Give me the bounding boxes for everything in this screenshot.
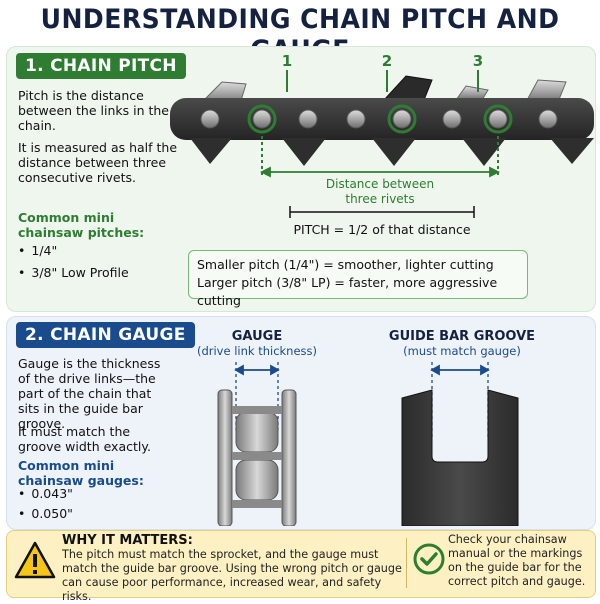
gauge-item: 0.050": [18, 504, 73, 524]
pitch-label: PITCH = 1/2 of that distance: [293, 222, 470, 237]
warning-icon: [14, 541, 56, 579]
why-title: WHY IT MATTERS:: [62, 533, 193, 548]
distance-arrow: [259, 166, 501, 178]
chain-illustration: 1 2 3 Distance between three rivets PITC…: [170, 52, 594, 237]
why-text: The pitch must match the sprocket, and t…: [62, 548, 402, 603]
pitch-common-list: 1/4" 3/8" Low Profile: [18, 240, 129, 284]
rivets: [200, 109, 558, 129]
groove-label: GUIDE BAR GROOVE: [389, 329, 535, 344]
gauge-measure-arrow: [234, 362, 280, 430]
pitch-item: 3/8" Low Profile: [18, 262, 128, 284]
why-it-matters-box: [6, 530, 596, 598]
distance-label-line1: Distance between: [326, 177, 434, 191]
rivet-number-3: 3: [473, 52, 483, 70]
gauge-common-list: 0.043" 0.050": [18, 484, 73, 524]
guide-bar-cross-section: [401, 389, 519, 526]
gauge-sublabel: (drive link thickness): [197, 344, 317, 358]
groove-sublabel: (must match gauge): [403, 344, 521, 358]
gauge-illustration: GAUGE (drive link thickness) GUIDE BAR G…: [197, 329, 535, 526]
groove-measure-arrow: [430, 362, 490, 440]
check-circle-icon: [413, 543, 445, 575]
gauge-definition: Gauge is the thickness of the drive link…: [18, 356, 161, 431]
compare-larger: Larger pitch (3/8" LP) = faster, more ag…: [197, 275, 498, 308]
pitch-item: 1/4": [18, 240, 129, 262]
pitch-measured: It is measured as half the distance betw…: [18, 140, 178, 185]
gauge-label: GAUGE: [232, 329, 282, 344]
rivet-number-1: 1: [282, 52, 292, 70]
pitch-definition: Pitch is the distance between the links …: [18, 88, 169, 133]
pitch-common-heading: Common mini chainsaw pitches:: [18, 210, 145, 240]
link-plates: [170, 98, 594, 166]
gauge-match: It must match the groove width exactly.: [18, 424, 151, 454]
pitch-bracket: [289, 206, 475, 218]
chain-side-view: [217, 389, 297, 526]
gauge-item: 0.043": [18, 484, 73, 504]
highlight-rings: [247, 104, 513, 134]
pitch-badge: 1. CHAIN PITCH: [16, 53, 186, 79]
compare-smaller: Smaller pitch (1/4") = smoother, lighter…: [197, 257, 494, 272]
divider: [406, 538, 407, 588]
distance-label-line2: three rivets: [345, 192, 414, 206]
rivet-pointer-lines: [261, 70, 499, 178]
rivet-number-2: 2: [382, 52, 392, 70]
pitch-comparison-box: Smaller pitch (1/4") = smoother, lighter…: [188, 250, 528, 308]
check-text: Check your chainsaw manual or the markin…: [448, 533, 586, 588]
gauge-badge: 2. CHAIN GAUGE: [16, 322, 195, 348]
